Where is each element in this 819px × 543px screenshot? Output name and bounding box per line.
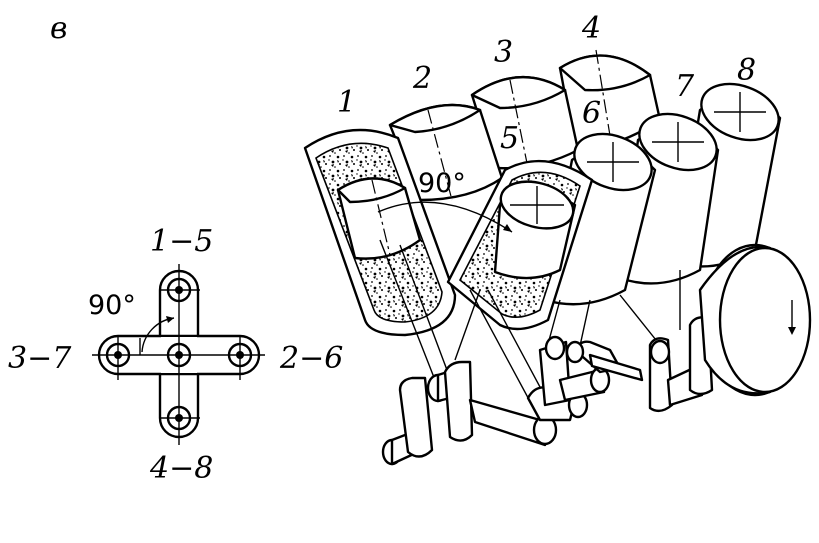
cylinder-label-5: 5 xyxy=(500,121,519,156)
cylinder-label-7: 7 xyxy=(675,69,695,104)
throw-label-top: 1−5 xyxy=(150,224,213,259)
cylinder-4 xyxy=(558,49,662,150)
cylinder-2 xyxy=(388,103,504,202)
crankshaft xyxy=(381,306,753,466)
cylinder-3 xyxy=(470,75,580,170)
cylinder-label-4: 4 xyxy=(581,11,601,46)
bank-angle-label: 90° xyxy=(418,168,466,199)
crank-angle-label: 90° xyxy=(88,290,136,321)
flywheel xyxy=(698,243,812,397)
cylinder-label-6: 6 xyxy=(582,96,601,131)
bank-angle-arc xyxy=(377,201,513,233)
throw-label-left: 3−7 xyxy=(8,341,72,376)
cylinder-1-cutaway xyxy=(303,128,457,337)
cylinder-label-8: 8 xyxy=(737,53,756,88)
throw-label-bottom: 4−8 xyxy=(149,451,213,486)
panel-letter: в xyxy=(50,11,67,46)
throw-label-right: 2−6 xyxy=(279,341,343,376)
crank-throw-diagram: 90° 1−5 3−7 2−6 4−8 xyxy=(8,224,343,486)
cylinder-label-3: 3 xyxy=(494,35,513,70)
cylinder-label-1: 1 xyxy=(337,85,356,120)
cylinder-label-2: 2 xyxy=(412,61,432,96)
cylinder-5-cutaway xyxy=(446,159,594,331)
